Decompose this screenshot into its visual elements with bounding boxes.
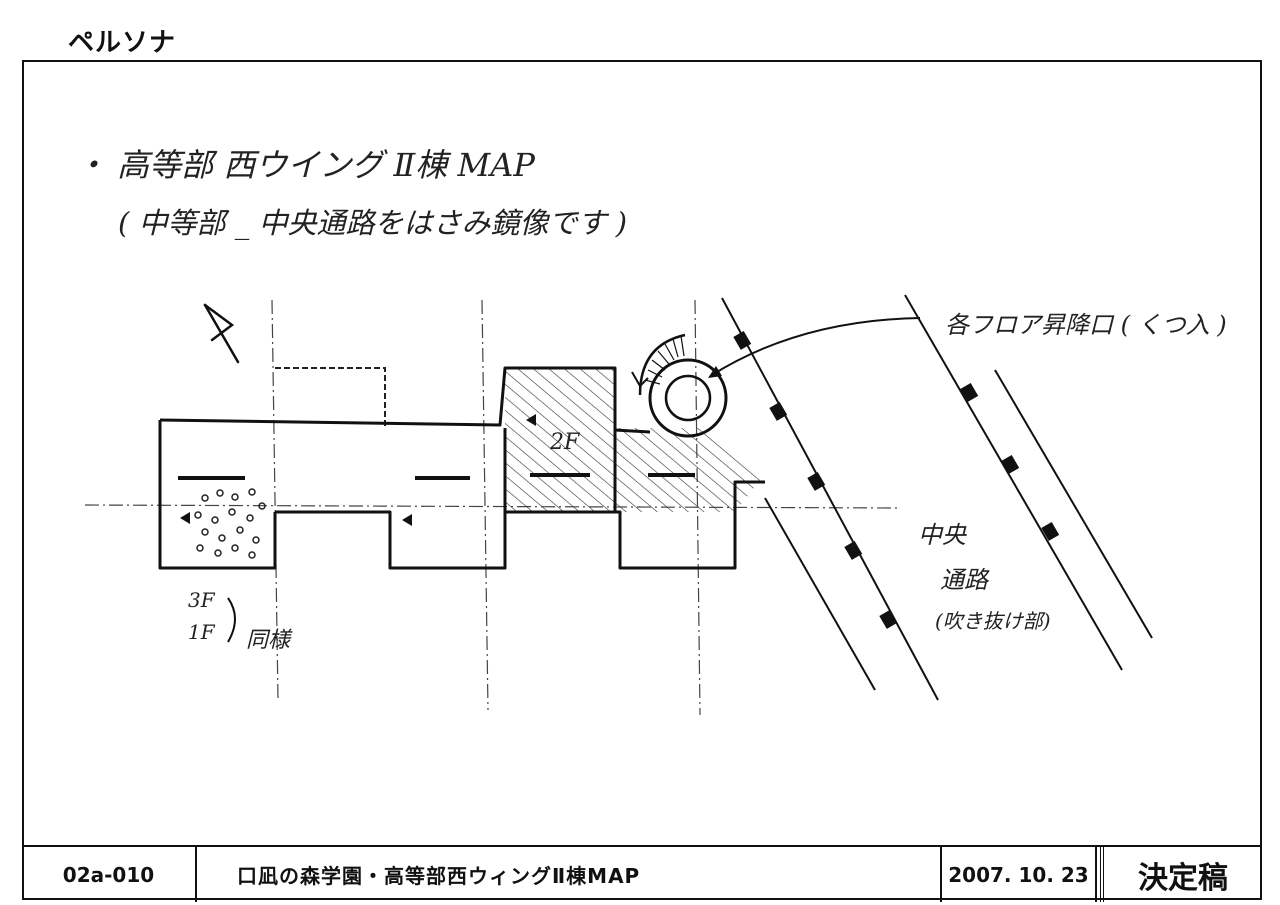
dotted-zone (194, 488, 266, 559)
sketch-title-line2: ( 中等部 _ 中央通路をはさみ鏡像です ) (118, 206, 628, 240)
floor-bracket (227, 597, 236, 643)
leader-arrowhead-icon (708, 366, 722, 378)
title-block: 02a-010 口凪の森学園・高等部西ウィングⅡ棟MAP 2007. 10. 2… (22, 845, 1262, 902)
floor-3f-label: 3F (188, 588, 215, 612)
sketch-title-line1: ・ 高等部 西ウイング Ⅱ棟 MAP (75, 146, 535, 184)
same-building-label: 同様 (246, 628, 291, 653)
corridor-label-line2: 通路 (940, 566, 988, 594)
door-markers (180, 414, 536, 526)
drawing-title: 口凪の森学園・高等部西ウィングⅡ棟MAP (197, 847, 942, 902)
corridor-pillars (733, 330, 1060, 629)
stair-note-label: 各フロア昇降口 ( くつ入 ) (945, 311, 1227, 339)
corridor-label-line3: (吹き抜け部) (935, 609, 1051, 633)
upper-dashed-room (275, 367, 386, 428)
corridor-lines (721, 294, 1153, 701)
corridor-label-line1: 中央 (918, 521, 966, 549)
drawing-date: 2007. 10. 23 (942, 847, 1097, 902)
building-outline (158, 366, 765, 570)
drawing-code: 02a-010 (22, 847, 197, 902)
floor-2f-label: 2F (550, 430, 580, 455)
stair-note-leader (711, 317, 921, 376)
hatched-2f-area (505, 368, 760, 512)
grid-lines (84, 299, 901, 716)
drawing-frame (22, 60, 1262, 900)
north-arrow-icon (203, 303, 240, 364)
floor-1f-label: 1F (188, 620, 215, 644)
spiral-staircase-icon (631, 333, 728, 438)
page-header-label: ペルソナ (68, 28, 177, 58)
wall-dashes (178, 473, 695, 480)
drawing-status: 決定稿 (1100, 847, 1262, 902)
